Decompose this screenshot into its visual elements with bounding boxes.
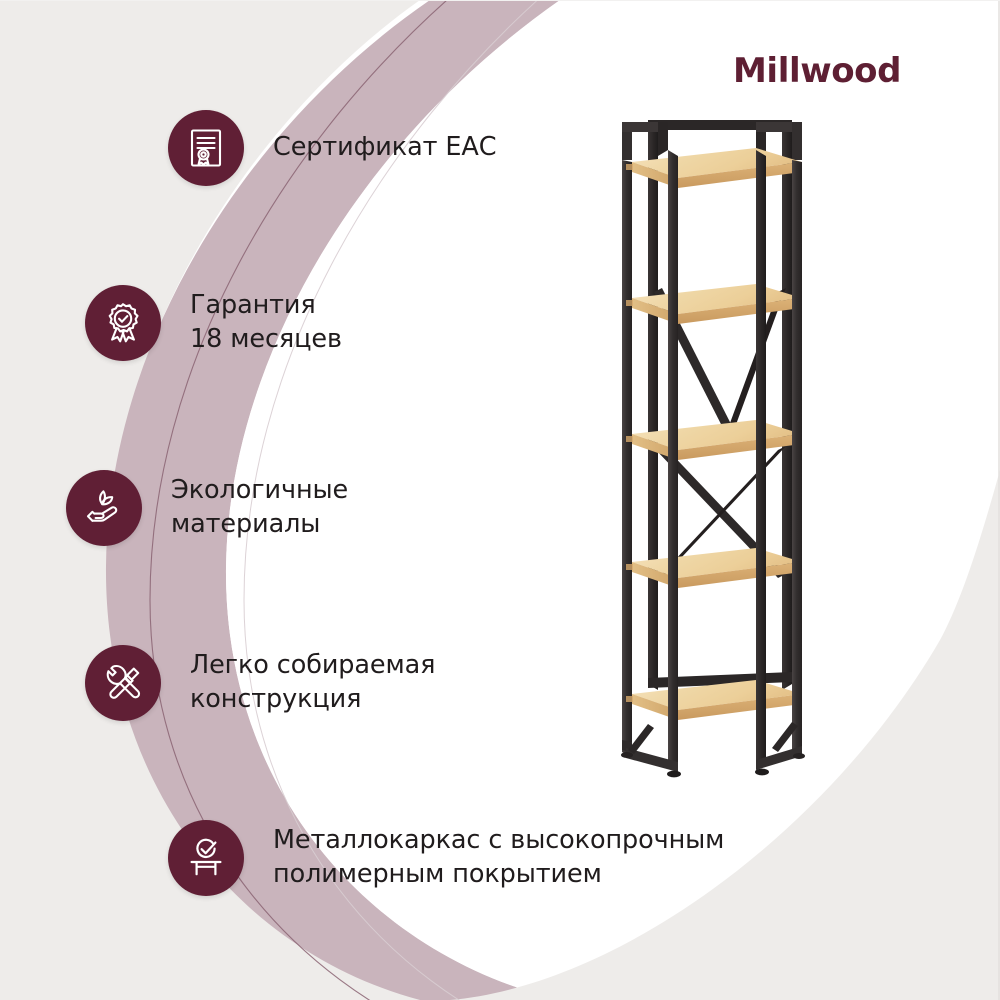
feature-label: Экологичные материалы: [171, 475, 349, 539]
bg-gray-region: [0, 0, 430, 1000]
feature-label: Легко собираемая конструкция: [190, 650, 436, 714]
foot-right: [793, 753, 805, 759]
foot-front: [667, 770, 681, 778]
bg-white-region: [225, 0, 1000, 1000]
award-medal-icon: [85, 285, 161, 361]
feature-item-assembly: Легко собираемая конструкция: [85, 645, 436, 721]
feature-item-metal-frame: Металлокаркас с высокопрочным полимерным…: [168, 820, 724, 896]
foot-back: [755, 768, 769, 776]
frame-top-uprights: [622, 122, 802, 160]
tools-wrench-hammer-icon: [85, 645, 161, 721]
feature-label: Сертификат ЕАС: [273, 132, 497, 163]
product-image-shelving-unit: [596, 100, 836, 800]
feature-label: Гарантия 18 месяцев: [190, 290, 342, 354]
foot-left: [621, 752, 633, 758]
bg-gray-corner: [450, 470, 1000, 1000]
feature-label: Металлокаркас с высокопрочным полимерным…: [273, 825, 725, 889]
certificate-icon: [168, 110, 244, 186]
frame-front: [622, 150, 802, 772]
table-check-icon: [168, 820, 244, 896]
cross-brace-lower: [656, 446, 786, 578]
base-rails: [621, 722, 805, 778]
feature-item-warranty: Гарантия 18 месяцев: [85, 285, 342, 361]
bg-hairline-arc-outer: [243, 0, 539, 1000]
eco-leaf-hand-icon: [66, 470, 142, 546]
feature-item-certificate: Сертификат ЕАС: [168, 110, 497, 186]
bg-mauve-arc: [105, 0, 560, 1000]
feature-item-eco: Экологичные материалы: [66, 470, 348, 546]
brand-logo: Millwood: [733, 51, 902, 91]
shelf-brackets: [626, 164, 633, 702]
bg-hairline-arc: [149, 0, 448, 1000]
